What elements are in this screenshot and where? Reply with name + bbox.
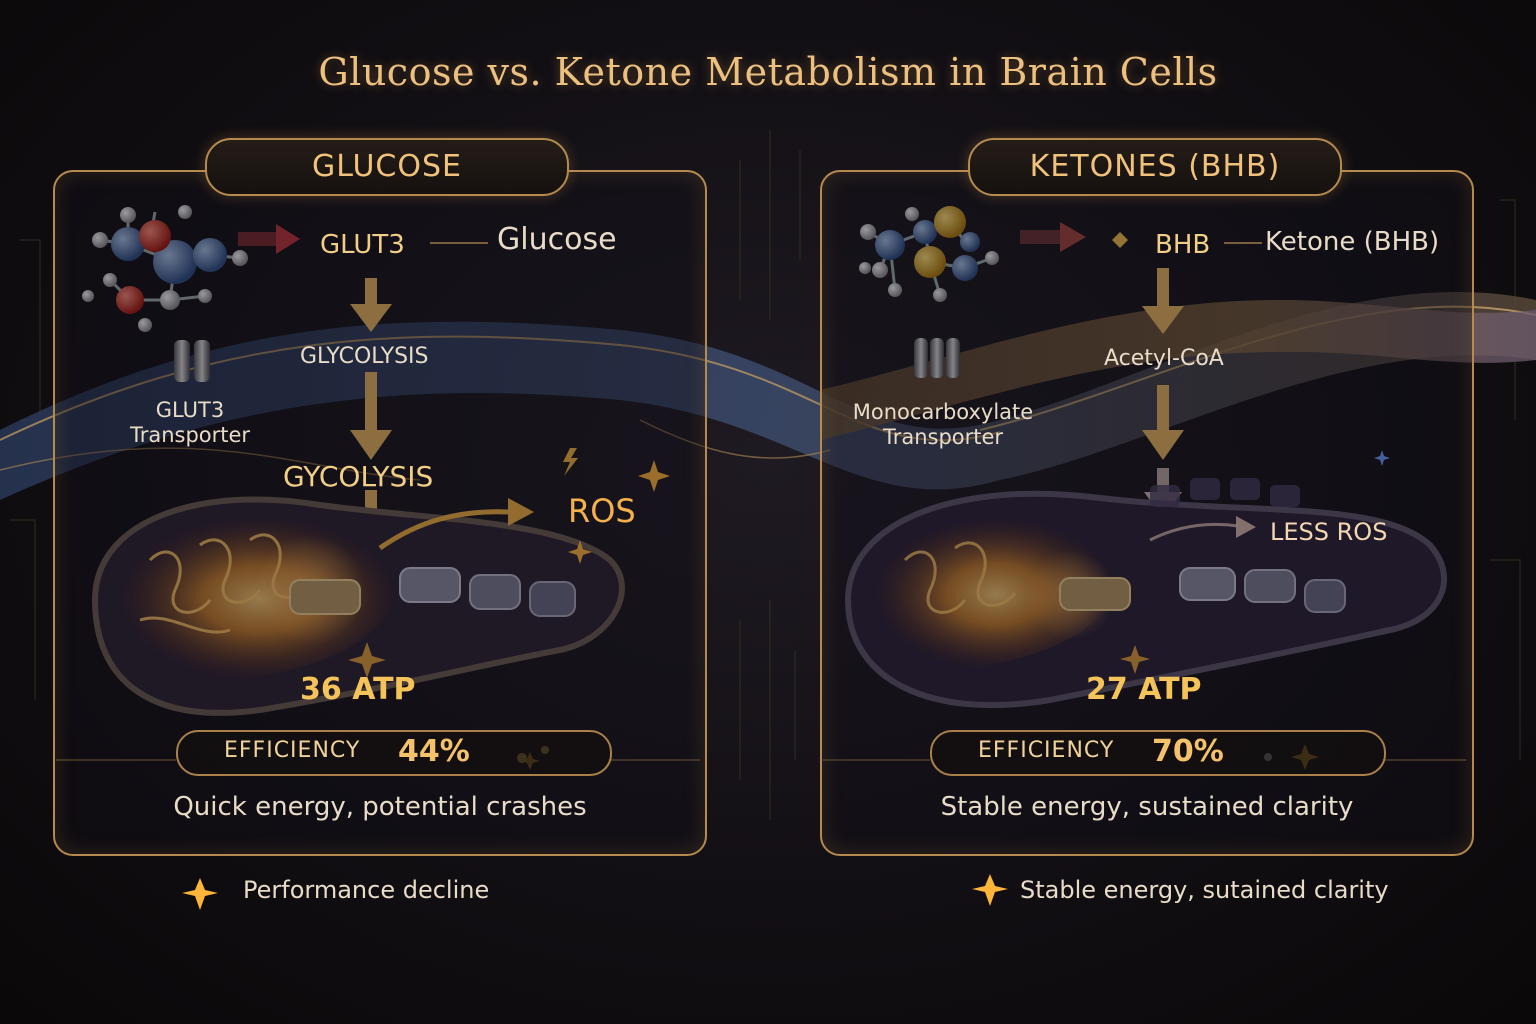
glucose-molecule-label: Glucose [497,222,617,257]
monocarboxylate-transporter-label-line2: Transporter [882,425,1004,449]
mitochondrion-icon [91,496,625,716]
efficiency-label: EFFICIENCY [978,738,1115,763]
glucose-efficiency-box: EFFICIENCY 44% [176,730,612,776]
glucose-atp-label: 36 ATP [300,672,416,707]
gycolysis-step-label: GYCOLYSIS [283,460,434,493]
ketone-molecule-label: Ketone (BHB) [1265,227,1440,257]
glut3-transporter-label-line2: Transporter [129,423,251,447]
monocarboxylate-transporter-label: Monocarboxylate Transporter [838,400,1048,450]
ketone-header: KETONES (BHB) [968,138,1342,196]
page-title: Glucose vs. Ketone Metabolism in Brain C… [318,50,1218,94]
ketone-summary: Stable energy, sustained clarity [940,792,1354,822]
sparkle-icon [1374,450,1390,466]
glucose-summary: Quick energy, potential crashes [173,792,587,822]
glycolysis-step-label: GLYCOLYSIS [300,344,429,369]
ketone-molecule-icon [859,206,999,302]
glut3-transporter-label-line1: GLUT3 [155,398,225,422]
mitochondrion-icon [844,478,1448,709]
glucose-footnote: Performance decline [243,876,490,904]
glucose-molecule-icon [82,205,248,332]
monocarboxylate-transporter-label-line1: Monocarboxylate [852,400,1034,424]
ketone-efficiency-box: EFFICIENCY 70% [930,730,1386,776]
ketone-atp-label: 27 ATP [1086,672,1202,707]
ros-label: ROS [568,492,636,530]
ketone-footnote: Stable energy, sutained clarity [1020,876,1389,904]
bhb-node-label: BHB [1155,230,1211,260]
glucose-header: GLUCOSE [205,138,569,196]
glut3-transporter-label: GLUT3 Transporter [120,398,260,448]
transporter-channel-icon [174,340,210,382]
uptake-arrow-icon [238,224,300,254]
uptake-arrow-icon [1020,222,1128,252]
lightning-icon [563,448,578,476]
cell-membrane [0,291,1536,500]
efficiency-value: 44% [398,734,470,769]
less-ros-label: LESS ROS [1270,518,1388,546]
efficiency-value: 70% [1152,734,1224,769]
transporter-channel-icon [914,338,960,378]
efficiency-label: EFFICIENCY [224,738,361,763]
acetyl-coa-step-label: Acetyl-CoA [1104,346,1224,371]
glut3-node-label: GLUT3 [320,230,405,260]
